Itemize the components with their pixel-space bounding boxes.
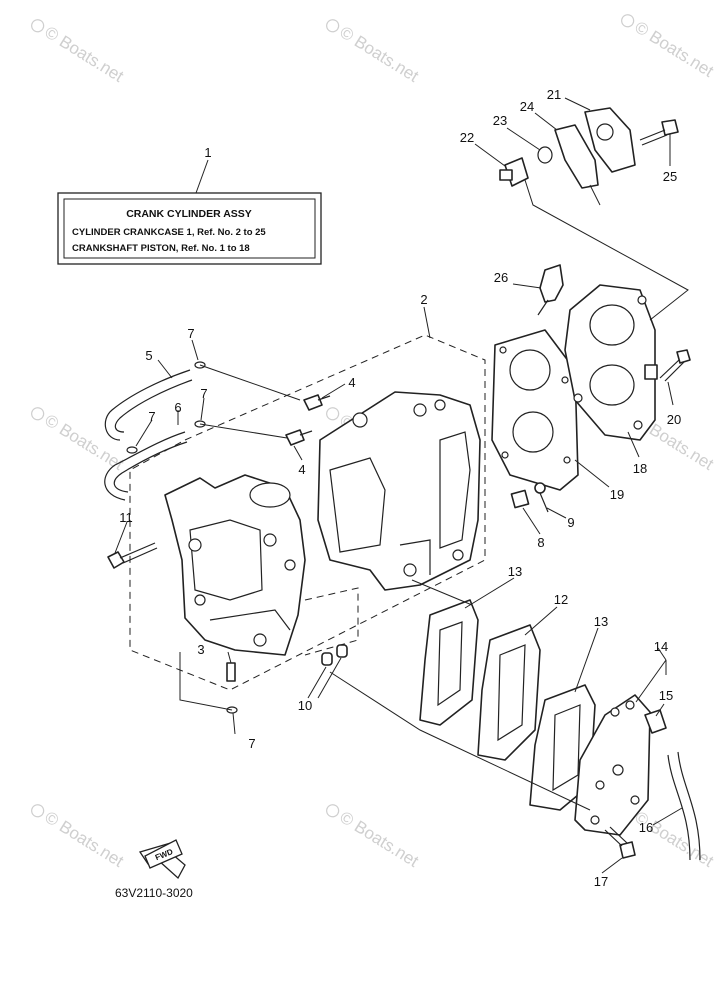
cylinder-head-part-18 [564,284,658,441]
cover-part-21 [584,107,636,173]
exhaust-cover-part-14 [574,694,651,836]
bolt-part-25 [639,119,679,146]
callout-label: 4 [298,462,305,477]
callout-label: 19 [610,487,624,502]
callout-label: 5 [145,348,152,363]
svg-text:© Boats.net: © Boats.net [336,808,422,871]
exhaust-plate-part-12 [477,624,541,761]
callout-label: 26 [494,270,508,285]
assembly-leader [589,184,601,206]
assembly-leader [411,579,473,606]
hose-part-5-edge [114,379,193,433]
callout-label: 7 [148,409,155,424]
watermark: © Boats.net [326,804,422,871]
callout-label: 8 [537,535,544,550]
hose-part-5 [104,369,191,441]
forward-arrow-icon: FWD [138,839,186,880]
callout-label: 14 [654,639,668,654]
callout-label: 25 [663,169,677,184]
assembly-leader [199,423,288,439]
callout-labels: 1 2 3 4 4 5 6 7 7 7 7 8 9 10 11 12 13 13… [119,87,681,889]
callout-label: 7 [187,326,194,341]
callout-label: 10 [298,698,312,713]
assembly-info-box: CRANK CYLINDER ASSY CYLINDER CRANKCASE 1… [57,192,322,265]
nut-part-8 [510,489,530,509]
hose-part-6 [104,431,186,501]
bolt-part-9 [534,482,549,513]
svg-text:© Boats.net: © Boats.net [631,808,714,871]
callout-label: 13 [594,614,608,629]
callout-label: 12 [554,592,568,607]
svg-text:© Boats.net: © Boats.net [41,411,127,474]
callout-label: 7 [200,386,207,401]
bolt-part-20 [659,349,691,382]
svg-text:© Boats.net: © Boats.net [336,23,422,86]
dowel-part-10 [321,644,348,666]
exhaust-gasket-part-13-left [419,599,479,726]
watermark: © Boats.net [31,19,127,86]
assembly-line-1: CYLINDER CRANKCASE 1, Ref. No. 2 to 25 [72,227,266,238]
cylinder-block [317,391,481,591]
bolt-part-17 [604,826,636,859]
callout-label: 2 [420,292,427,307]
callout-label: 20 [667,412,681,427]
fitting-part-15 [644,709,667,734]
gasket-part-24 [554,124,599,189]
assembly-leader [179,652,233,711]
callout-label: 7 [248,736,255,751]
assembly-title: CRANK CYLINDER ASSY [126,208,252,220]
callout-label: 18 [633,461,647,476]
washer-part-23 [537,146,553,164]
fitting-part-4-upper [303,394,331,411]
head-gasket-part-19 [491,329,579,491]
diagram-code: 63V2110-3020 [115,886,193,900]
thermostat-part-22 [499,157,529,187]
fitting-part-4-lower [285,429,313,446]
callout-label: 9 [567,515,574,530]
crankcase-housing [164,474,306,656]
watermark: © Boats.net [326,19,422,86]
watermark: © Boats.net [31,804,127,871]
svg-text:© Boats.net: © Boats.net [41,23,127,86]
callout-leaders [114,97,683,874]
callout-label: 13 [508,564,522,579]
callout-label: 6 [174,400,181,415]
callout-label: 3 [197,642,204,657]
callout-label: 21 [547,87,561,102]
watermark: © Boats.net [621,14,714,81]
callout-label: 23 [493,113,507,128]
pin-part-3 [226,662,236,682]
hose-part-6-edge [113,441,188,493]
spark-plug-part-26 [537,264,564,316]
callout-label: 22 [460,130,474,145]
callout-label: 17 [594,874,608,889]
o-ring-part-7-c [126,446,138,454]
callout-label: 11 [119,510,133,525]
hose-part-16 [667,751,701,861]
assembly-line-2: CRANKSHAFT PISTON, Ref. No. 1 to 18 [72,243,250,254]
callout-label: 16 [639,820,653,835]
assembly-leader [329,671,591,811]
callout-label: 4 [348,375,355,390]
assembly-boundary [129,334,486,691]
bolt-part-11 [107,542,158,569]
callout-label: 15 [659,688,673,703]
svg-text:© Boats.net: © Boats.net [631,18,714,81]
svg-text:© Boats.net: © Boats.net [41,808,127,871]
callout-label: 24 [520,99,534,114]
callout-label: 1 [204,145,211,160]
assembly-leader [199,364,301,401]
assembly-leader [524,179,689,321]
assembly-boundary-inner [304,587,359,656]
